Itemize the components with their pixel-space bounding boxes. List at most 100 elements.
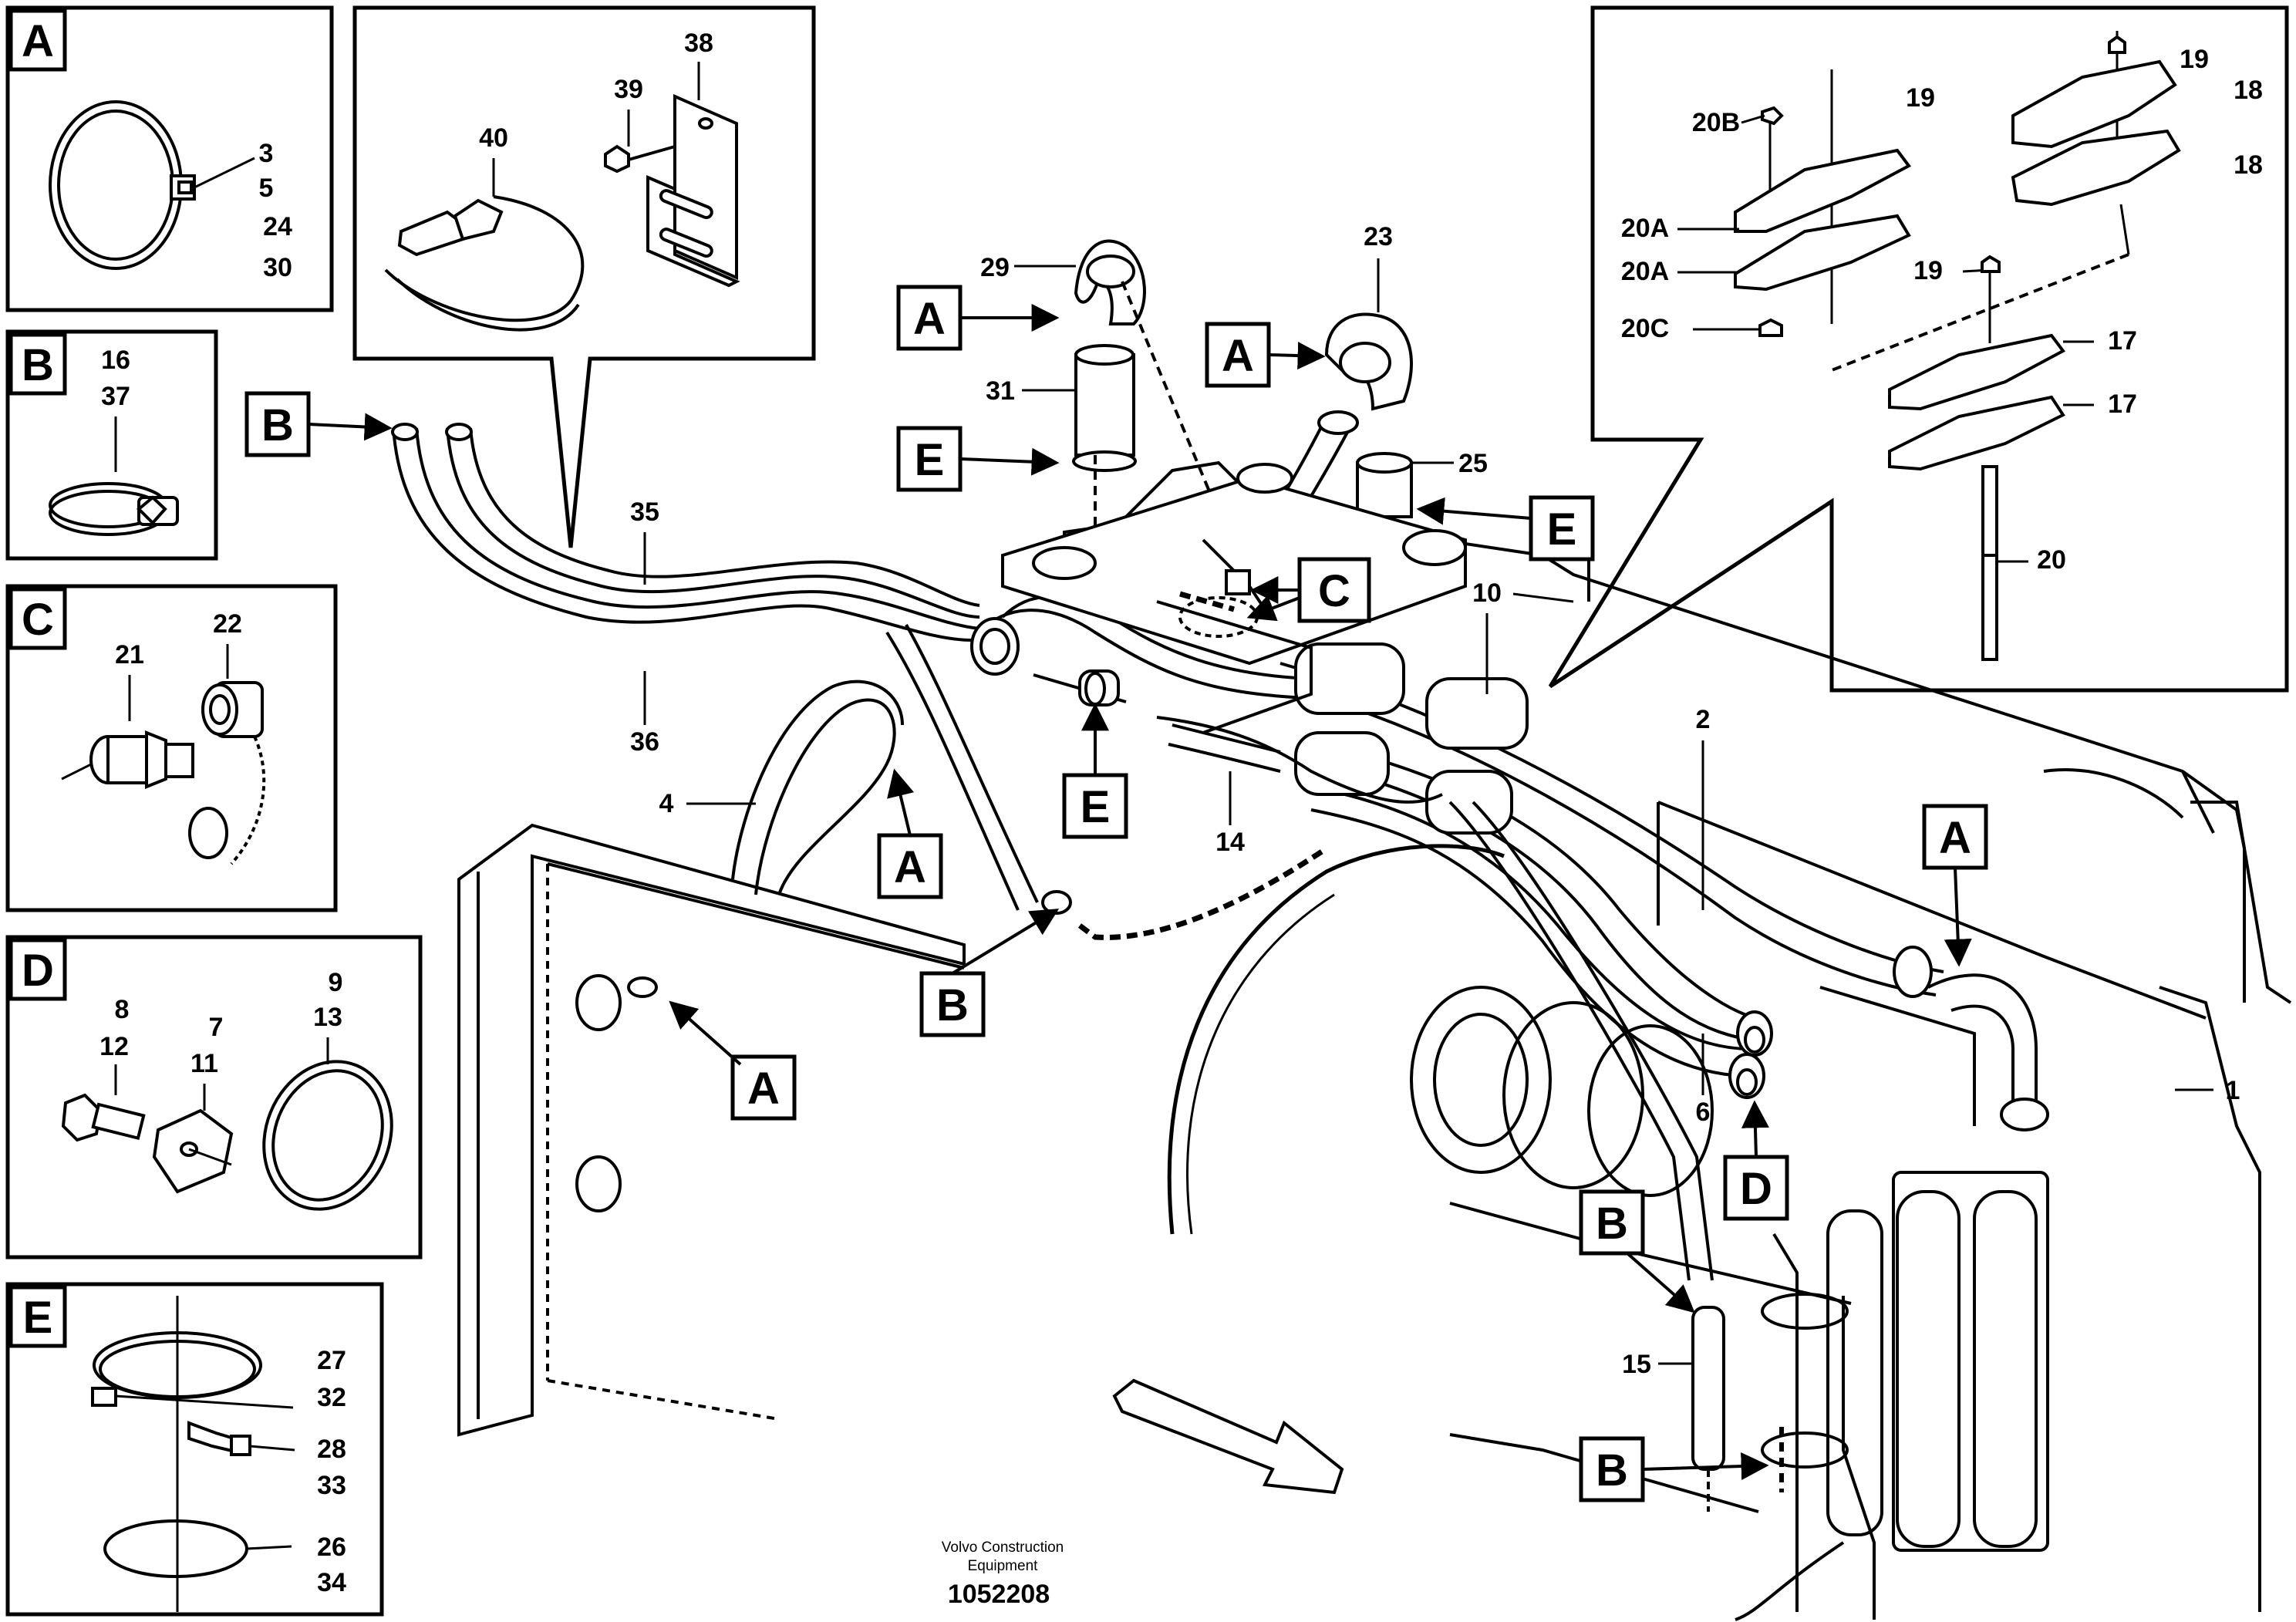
- panel-b-letter-box: [8, 332, 67, 396]
- callout-letter: E: [1081, 782, 1111, 832]
- pipe-clip-icon: [1734, 69, 1911, 337]
- part-label: 16: [101, 346, 130, 375]
- part-label: 8: [115, 995, 130, 1024]
- part-label: 20: [2037, 545, 2066, 575]
- panel-a: A 3 5 24 30: [5, 5, 334, 312]
- dust-cap-icon: [188, 681, 266, 865]
- callout-box: [244, 391, 311, 457]
- panel-e-letter-box: [8, 1285, 67, 1348]
- part-label: 17: [2108, 389, 2137, 419]
- hose-4: [731, 624, 1072, 915]
- part-label: 31: [986, 376, 1015, 406]
- callout-box: [896, 285, 963, 351]
- part-label: 17: [2108, 326, 2137, 356]
- hose-strap-icon: [384, 158, 585, 332]
- panel-c-letter: C: [22, 595, 54, 645]
- part-label: 26: [317, 1533, 346, 1562]
- part-label: 39: [614, 75, 643, 104]
- part-label: 29: [980, 253, 1010, 282]
- panel-a-frame: [5, 5, 334, 312]
- coupling-nipple-icon: [61, 644, 229, 789]
- panel-b-letter: B: [22, 340, 54, 390]
- worm-clamp-icon: [49, 482, 179, 536]
- strap-bracket-inset: 38 39 40: [352, 5, 816, 548]
- callout-boxes: B A E A C E E A B A A D B B: [244, 285, 1988, 1502]
- part-label: 20B: [1692, 108, 1740, 137]
- callout-letter: B: [261, 400, 294, 450]
- panel-d-letter-box: [8, 938, 67, 1001]
- part-label: 35: [630, 497, 659, 527]
- callout-letter: D: [1740, 1164, 1772, 1214]
- part-label: 18: [2234, 76, 2263, 105]
- flange-bolt-icon: [61, 1064, 146, 1142]
- part-label: 2: [1696, 705, 1711, 734]
- panel-c: C 21 22: [5, 584, 338, 912]
- part-label: 37: [101, 382, 130, 411]
- part-label: 12: [99, 1032, 129, 1061]
- document-number: 1052208: [948, 1580, 1050, 1609]
- callout-letter: E: [1547, 504, 1577, 555]
- v-clamp-icon: [91, 1331, 294, 1409]
- part-label: 23: [1364, 222, 1393, 251]
- part-label: 20C: [1621, 314, 1669, 343]
- maker-name: Volvo Construction: [942, 1539, 1064, 1556]
- pipe-clip-icon: [1888, 255, 2065, 661]
- part-label: 24: [263, 212, 292, 241]
- callout-box: [919, 971, 986, 1037]
- part-label: 22: [213, 609, 242, 639]
- part-label: 6: [1696, 1098, 1711, 1127]
- part-label: 25: [1458, 449, 1488, 478]
- maker-name-line2: Equipment: [968, 1558, 1039, 1574]
- radiator-frame: [457, 823, 966, 1437]
- main-assembly: [391, 239, 2292, 1621]
- footer: Volvo Construction Equipment 1052208: [942, 1539, 1064, 1609]
- part-label: 30: [263, 253, 292, 282]
- mounting-plate-icon: [152, 1084, 234, 1194]
- part-label: 5: [259, 174, 274, 203]
- part-label: 20A: [1621, 257, 1669, 286]
- part-label: 27: [317, 1346, 346, 1375]
- main-part-labels: 29 31 23 25 35 36 4 10 2 14 1 6 15: [630, 222, 2240, 1379]
- direction-arrow-icon: [1112, 1378, 1344, 1495]
- panel-e: E 27 32 28 33 26 34: [5, 1282, 384, 1617]
- part-label: 18: [2234, 150, 2263, 180]
- callout-box: [1579, 1189, 1645, 1256]
- fan-ring: [1167, 844, 1714, 1235]
- engine-block: [1001, 460, 2292, 1621]
- part-label: 4: [659, 789, 674, 818]
- callout-box: [730, 1054, 797, 1121]
- part-label: 28: [317, 1435, 346, 1464]
- callout-box: [1529, 495, 1595, 561]
- callout-box: [896, 426, 963, 492]
- callout-letter: A: [1939, 813, 1971, 863]
- part-label: 36: [630, 727, 659, 757]
- screw-icon: [187, 1421, 295, 1456]
- part-label: 38: [684, 29, 713, 58]
- panel-d-letter: D: [22, 946, 54, 996]
- part-label: 19: [1913, 256, 1943, 285]
- part-label: 7: [209, 1013, 224, 1042]
- callout-letter: A: [1222, 331, 1254, 381]
- callout-box: [1205, 322, 1271, 388]
- panel-c-letter-box: [8, 587, 67, 650]
- callout-box: [1922, 804, 1988, 870]
- callout-letter: B: [1596, 1445, 1628, 1496]
- callout-letter: C: [1318, 566, 1350, 616]
- part-label: 20A: [1621, 214, 1669, 243]
- seal-ring-icon: [103, 1519, 292, 1578]
- panel-d-frame: [5, 935, 423, 1259]
- panel-e-letter: E: [23, 1293, 53, 1343]
- pipe-clip-icon: [1831, 31, 2181, 372]
- callout-letter: A: [894, 842, 926, 892]
- panel-c-frame: [5, 584, 338, 912]
- hose-15: [1448, 801, 1725, 1512]
- manifold-hoses: [970, 595, 2049, 1131]
- part-label: 40: [479, 123, 508, 153]
- o-ring-icon: [262, 1037, 393, 1211]
- part-label: 9: [329, 968, 343, 997]
- panel-a-letter: A: [22, 16, 54, 66]
- panel-b-frame: [5, 329, 218, 561]
- part-label: 1: [2226, 1076, 2240, 1105]
- hose-14: [1156, 716, 1443, 804]
